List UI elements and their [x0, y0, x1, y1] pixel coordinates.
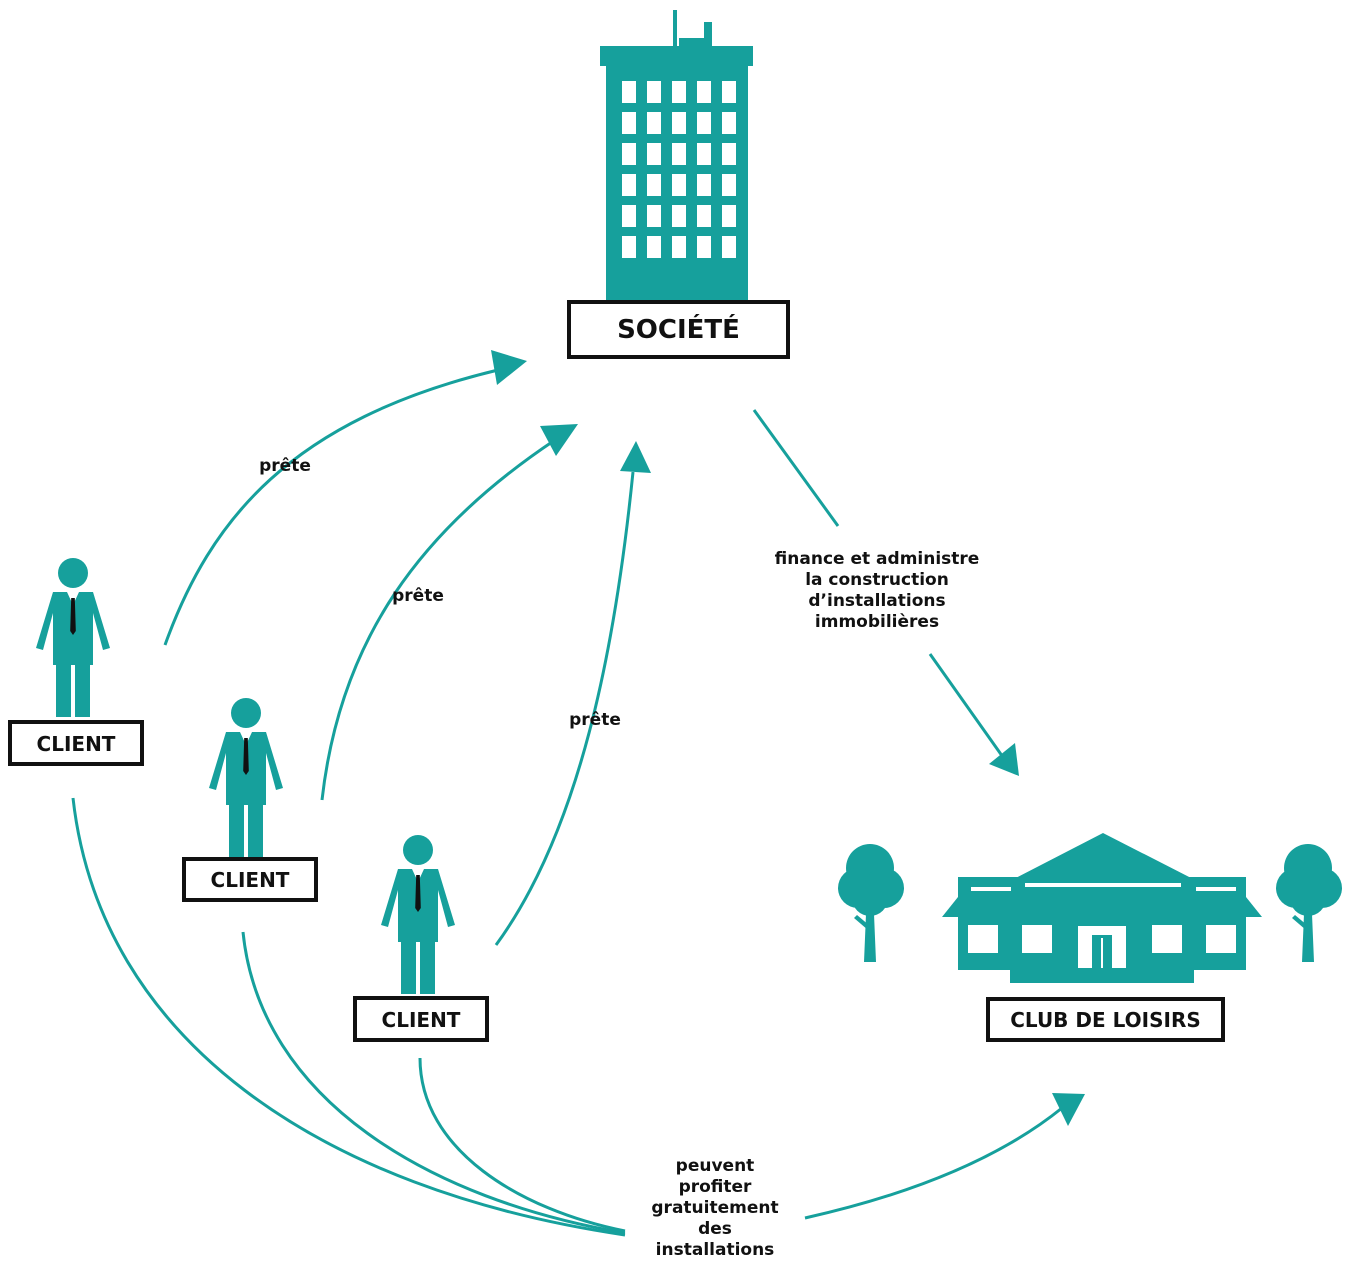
benefit-curve-3 — [418, 1057, 626, 1233]
benefit-label-line-5: installations — [656, 1240, 775, 1260]
tree-icon — [1276, 844, 1342, 962]
benefit-label-line-2: profiter — [679, 1177, 752, 1197]
arrowheads — [491, 350, 1085, 1126]
office-building-icon — [600, 10, 753, 301]
building-window — [647, 205, 661, 227]
building-window — [722, 112, 736, 134]
benefit-arrow-line — [804, 1106, 1063, 1220]
lend-arrow-3-line — [494, 471, 635, 946]
lend-arrow-2-line — [320, 438, 556, 801]
benefit-label-line-3: gratuitement — [651, 1198, 778, 1218]
building-window — [672, 112, 686, 134]
building-window — [697, 236, 711, 258]
building-window — [672, 143, 686, 165]
lend-arrow-1-line — [163, 368, 499, 646]
businessman-icon — [36, 558, 110, 717]
client-label-3: CLIENT — [382, 1008, 461, 1032]
building-window — [622, 236, 636, 258]
tree-icon — [838, 844, 904, 962]
building-window — [647, 236, 661, 258]
client-label-1: CLIENT — [37, 732, 116, 756]
building-window — [672, 81, 686, 103]
building-window — [622, 205, 636, 227]
finance-arrow-line-top — [752, 409, 840, 527]
building-window — [647, 174, 661, 196]
lend-label-3: prête — [569, 710, 621, 730]
building-window — [672, 236, 686, 258]
lend-label-2: prête — [392, 586, 444, 606]
client-node-3: CLIENT — [353, 835, 489, 1042]
lend-label-1: prête — [259, 456, 311, 476]
finance-label-line-1: finance et administre — [775, 549, 980, 569]
building-window — [722, 81, 736, 103]
finance-label: finance et administre la construction d’… — [775, 549, 980, 632]
benefit-arrow-head — [1052, 1093, 1085, 1126]
benefit-label-line-4: des — [698, 1219, 732, 1239]
building-window — [722, 174, 736, 196]
finance-arrow-line-bottom — [928, 653, 1007, 761]
client-node-1: CLIENT — [8, 558, 144, 766]
societe-label: SOCIÉTÉ — [617, 313, 740, 345]
building-window — [622, 174, 636, 196]
club-node: CLUB DE LOISIRS — [986, 997, 1225, 1042]
businessman-icon — [209, 698, 283, 857]
finance-label-line-4: immobilières — [815, 612, 939, 632]
building-window — [722, 236, 736, 258]
club-label: CLUB DE LOISIRS — [1010, 1008, 1201, 1032]
finance-arrow-head — [989, 743, 1019, 776]
client-node-2: CLIENT — [182, 698, 318, 902]
edges — [71, 368, 1063, 1237]
building-window — [672, 174, 686, 196]
finance-label-line-3: d’installations — [808, 591, 945, 611]
lend-arrow-2-head — [540, 424, 578, 456]
client-label-2: CLIENT — [211, 868, 290, 892]
building-window — [672, 205, 686, 227]
building-window — [647, 112, 661, 134]
building-window — [622, 112, 636, 134]
societe-node: SOCIÉTÉ — [567, 300, 790, 359]
benefit-label-line-1: peuvent — [676, 1156, 755, 1176]
finance-label-line-2: la construction — [805, 570, 949, 590]
building-window — [697, 81, 711, 103]
building-window — [722, 143, 736, 165]
building-window — [697, 143, 711, 165]
building-window — [697, 174, 711, 196]
building-window — [622, 81, 636, 103]
businessman-icon — [381, 835, 455, 994]
building-window — [647, 143, 661, 165]
benefit-curve-2 — [241, 931, 626, 1235]
building-window — [697, 205, 711, 227]
building-window — [622, 143, 636, 165]
clubhouse-icon — [942, 833, 1262, 983]
lend-arrow-1-head — [491, 350, 527, 385]
benefit-curve-1 — [71, 797, 626, 1237]
benefit-label: peuvent profiter gratuitement des instal… — [651, 1156, 778, 1260]
building-window — [647, 81, 661, 103]
building-window — [722, 205, 736, 227]
lend-arrow-3-head — [620, 441, 651, 473]
building-window — [697, 112, 711, 134]
